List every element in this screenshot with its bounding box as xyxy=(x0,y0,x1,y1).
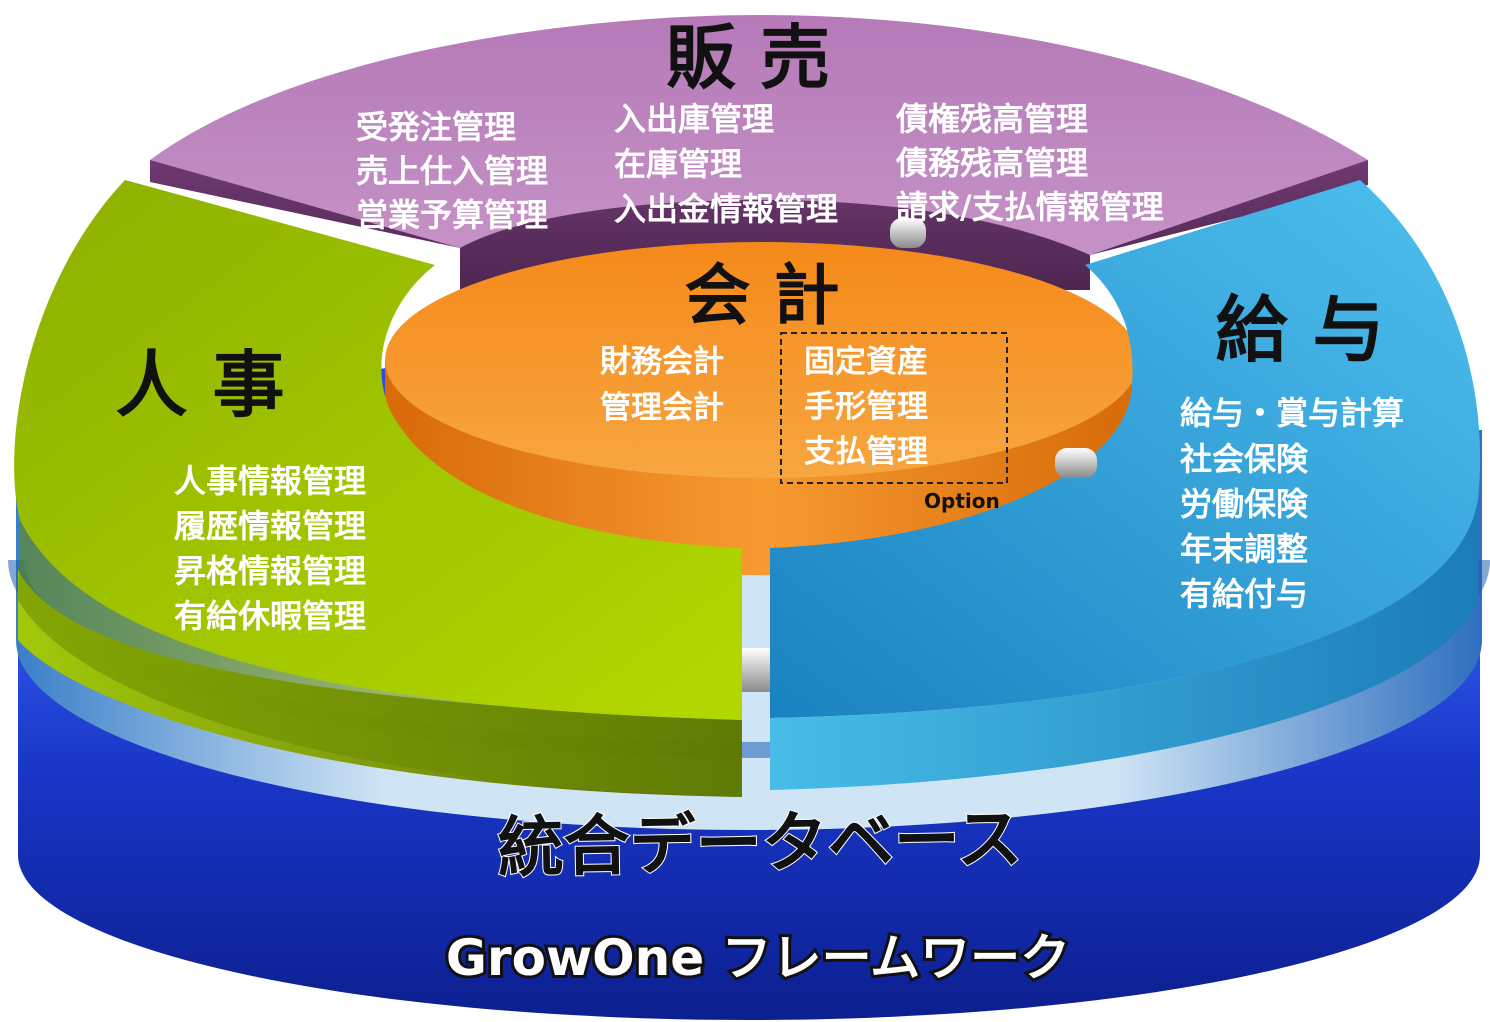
sales-col3: 債権残高管理 債務残高管理 請求/支払情報管理 xyxy=(895,100,1164,226)
sales-col1: 受発注管理 売上仕入管理 営業予算管理 xyxy=(356,108,548,234)
payroll-item: 社会保険 xyxy=(1180,440,1309,478)
hr-items: 人事情報管理 履歴情報管理 昇格情報管理 有給休暇管理 xyxy=(174,462,366,635)
hr-module xyxy=(14,180,742,797)
hr-title: 人 事 xyxy=(115,343,284,427)
sales-item: 受発注管理 xyxy=(356,108,516,146)
hr-item: 人事情報管理 xyxy=(174,462,366,500)
connector-pins xyxy=(742,218,1097,692)
option-item: 固定資産 xyxy=(804,344,928,380)
payroll-item: 有給付与 xyxy=(1180,575,1308,613)
sales-item: 債務残高管理 xyxy=(895,144,1088,182)
hr-item: 履歴情報管理 xyxy=(174,507,366,545)
sales-item: 売上仕入管理 xyxy=(356,152,548,190)
sales-item: 債権残高管理 xyxy=(895,100,1088,138)
payroll-items: 給与・賞与計算 社会保険 労働保険 年末調整 有給付与 xyxy=(1180,394,1404,613)
sales-item: 請求/支払情報管理 xyxy=(896,188,1164,226)
sales-item: 在庫管理 xyxy=(614,145,742,183)
accounting-item: 管理会計 xyxy=(600,390,724,426)
sales-col2: 入出庫管理 在庫管理 入出金情報管理 xyxy=(614,100,838,228)
payroll-item: 労働保険 xyxy=(1180,485,1309,523)
option-item: 手形管理 xyxy=(804,389,928,425)
hr-item: 有給休暇管理 xyxy=(174,597,366,635)
option-label: Option xyxy=(924,489,1000,513)
payroll-module xyxy=(770,180,1481,790)
pin-hr-payroll xyxy=(742,648,770,692)
payroll-title: 給 与 xyxy=(1215,288,1384,372)
hr-item: 昇格情報管理 xyxy=(174,552,366,590)
pin-sales-accounting xyxy=(890,218,926,248)
sales-item: 入出金情報管理 xyxy=(614,190,838,228)
accounting-module xyxy=(385,242,1140,576)
option-item: 支払管理 xyxy=(804,434,928,470)
sales-title: 販 売 xyxy=(666,17,830,99)
option-box xyxy=(780,332,1008,484)
sales-item: 営業予算管理 xyxy=(356,196,548,234)
accounting-option-items: 固定資産 手形管理 支払管理 xyxy=(804,344,928,470)
payroll-item: 年末調整 xyxy=(1180,530,1308,568)
sales-module xyxy=(150,15,1368,290)
pin-accounting-payroll xyxy=(1055,448,1097,478)
sales-item: 入出庫管理 xyxy=(614,100,774,138)
accounting-items: 財務会計 管理会計 xyxy=(600,344,724,426)
accounting-item: 財務会計 xyxy=(600,344,724,380)
database-label: 統合データベース xyxy=(497,800,1023,886)
accounting-title: 会 計 xyxy=(685,257,840,334)
payroll-item: 給与・賞与計算 xyxy=(1180,394,1404,432)
framework-label: GrowOne フレームワーク xyxy=(446,929,1070,987)
